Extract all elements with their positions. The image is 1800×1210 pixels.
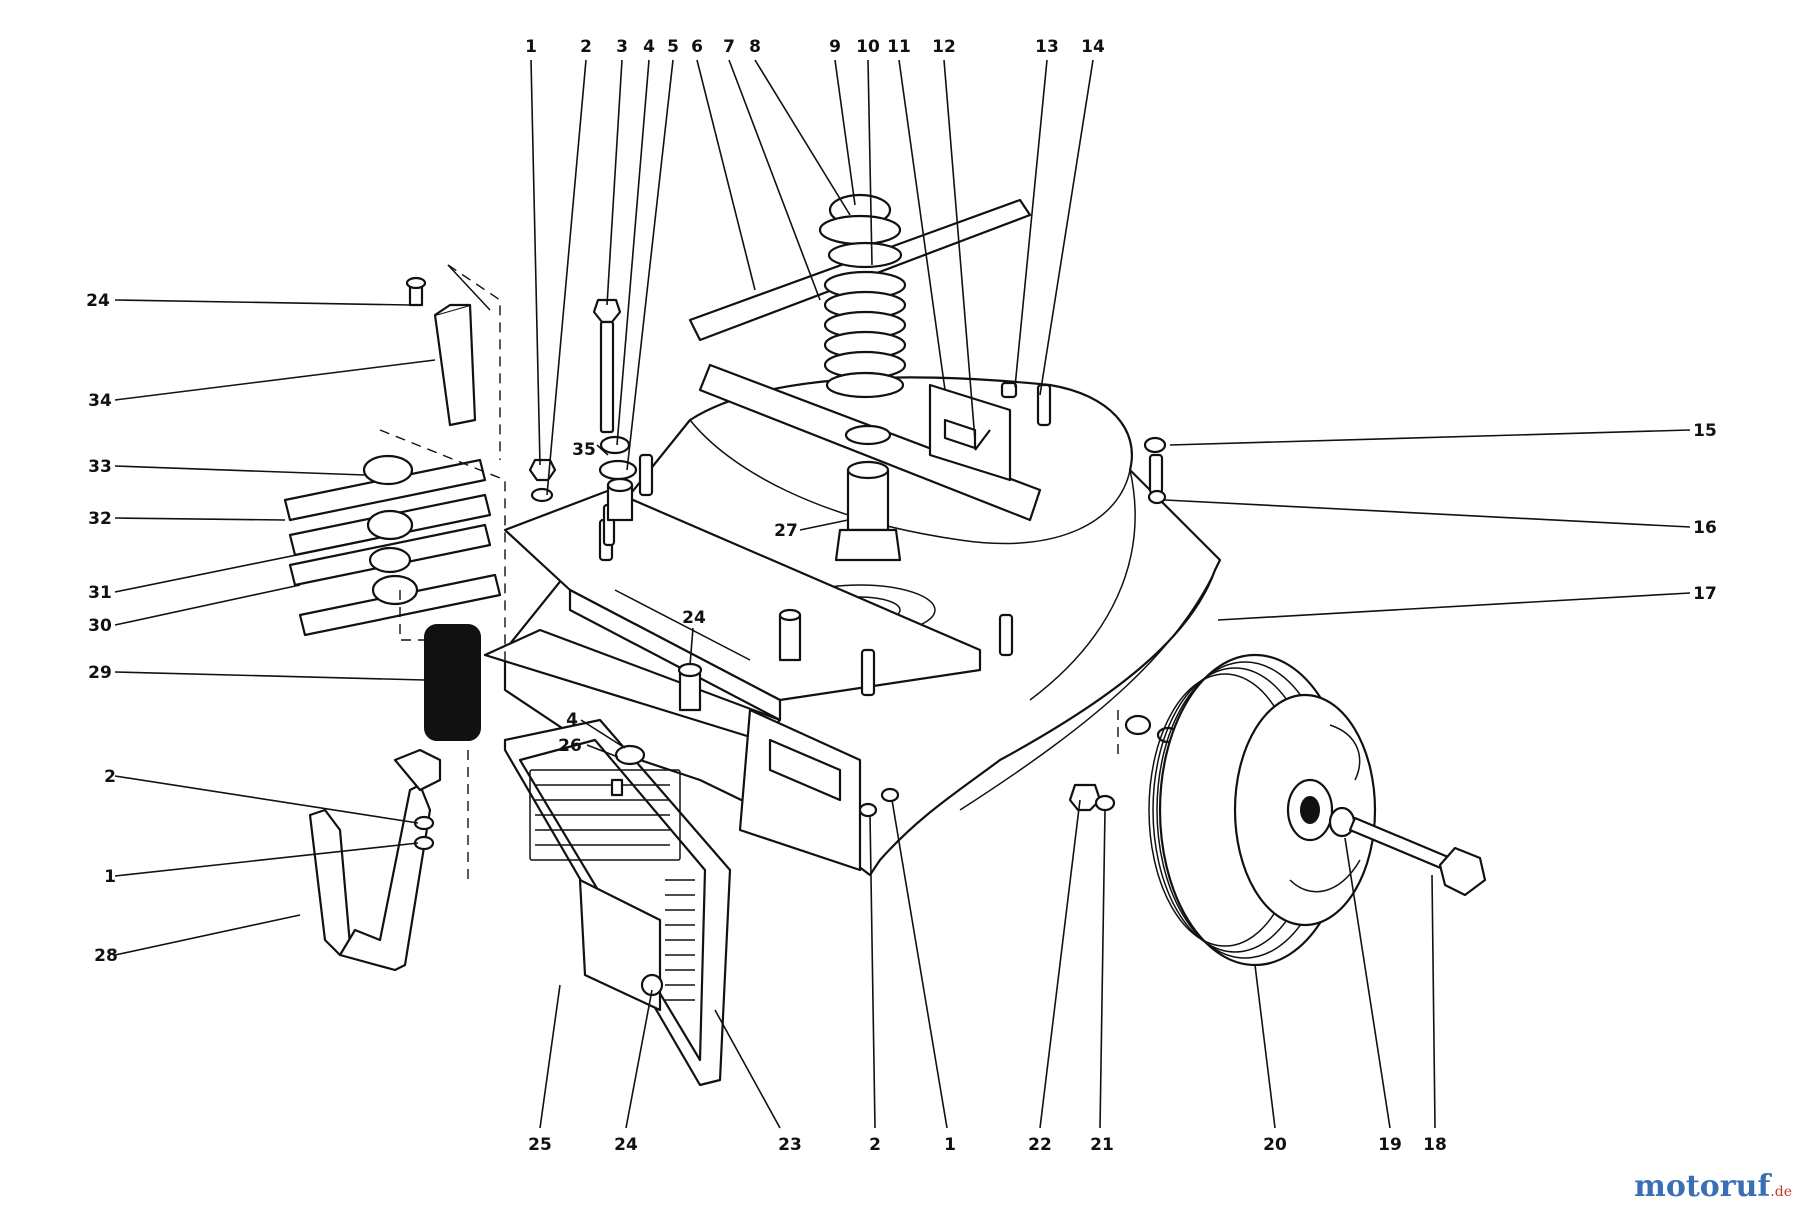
- callout-bottom: 2: [869, 1135, 881, 1155]
- callout-top: 4: [643, 37, 655, 57]
- callout-top: 1: [525, 37, 537, 57]
- grille-slots: [529, 769, 695, 1001]
- wheel: [1148, 653, 1377, 967]
- leader-lines: [114, 59, 1691, 1129]
- callout-top: 3: [616, 37, 628, 57]
- callout-bottom: 19: [1378, 1135, 1402, 1155]
- blade-upper: [688, 198, 1032, 342]
- callout-top: 5: [667, 37, 679, 57]
- callout-top: 12: [932, 37, 956, 57]
- left-bracket: [405, 264, 501, 460]
- discharge-chute: [483, 488, 982, 742]
- callout-top: 11: [887, 37, 911, 57]
- callout-bottom: 24: [614, 1135, 638, 1155]
- mounting-bracket: [928, 383, 1012, 482]
- callout-right: 17: [1693, 584, 1717, 604]
- grille-cover: [503, 718, 732, 1087]
- spindle-stack: [818, 193, 907, 562]
- callout-top: 6: [691, 37, 703, 57]
- callout-inner: 27: [774, 521, 798, 541]
- axle-bolt: [1328, 806, 1487, 897]
- callout-left: 34: [88, 391, 112, 411]
- callout-top: 10: [856, 37, 880, 57]
- callout-left: 30: [88, 616, 112, 636]
- callout-left: 33: [88, 457, 112, 477]
- callout-top: 14: [1081, 37, 1105, 57]
- callout-left: 31: [88, 583, 112, 603]
- callout-inner: 24: [682, 608, 706, 628]
- callout-bottom: 22: [1028, 1135, 1052, 1155]
- belt-stack: [283, 429, 506, 660]
- callout-bottom: 25: [528, 1135, 552, 1155]
- callout-inner: 26: [558, 736, 582, 756]
- callout-left: 32: [88, 509, 112, 529]
- u-bracket: [308, 748, 469, 972]
- brand-watermark: motoruf.de: [1634, 1169, 1792, 1204]
- watermark-domain: .de: [1770, 1184, 1792, 1200]
- rear-flap: [738, 708, 862, 872]
- callout-left: 28: [94, 946, 118, 966]
- callout-left: 29: [88, 663, 112, 683]
- callout-right: 15: [1693, 421, 1717, 441]
- callout-right: 16: [1693, 518, 1717, 538]
- callout-left: 2: [104, 767, 116, 787]
- callout-top: 2: [580, 37, 592, 57]
- callout-inner: 35: [572, 440, 596, 460]
- callout-top: 7: [723, 37, 735, 57]
- mower-deck-drawing: [283, 193, 1487, 1087]
- callout-labels: 1 2 3 4 5 6 7 8 9 10 11 12 13 14 24 34 3…: [86, 37, 1717, 1155]
- callout-bottom: 18: [1423, 1135, 1447, 1155]
- callout-bottom: 1: [944, 1135, 956, 1155]
- spring-cylinder: [424, 624, 481, 741]
- callout-top: 9: [829, 37, 841, 57]
- watermark-text: motoruf: [1634, 1169, 1771, 1204]
- callout-top: 13: [1035, 37, 1059, 57]
- callout-top: 8: [749, 37, 761, 57]
- callout-bottom: 23: [778, 1135, 802, 1155]
- deck-studs: [598, 381, 1167, 712]
- callout-inner: 4: [566, 710, 578, 730]
- callout-bottom: 20: [1263, 1135, 1287, 1155]
- callout-left: 24: [86, 291, 110, 311]
- callout-bottom: 21: [1090, 1135, 1114, 1155]
- chute-fasteners: [858, 710, 1180, 818]
- callout-left: 1: [104, 867, 116, 887]
